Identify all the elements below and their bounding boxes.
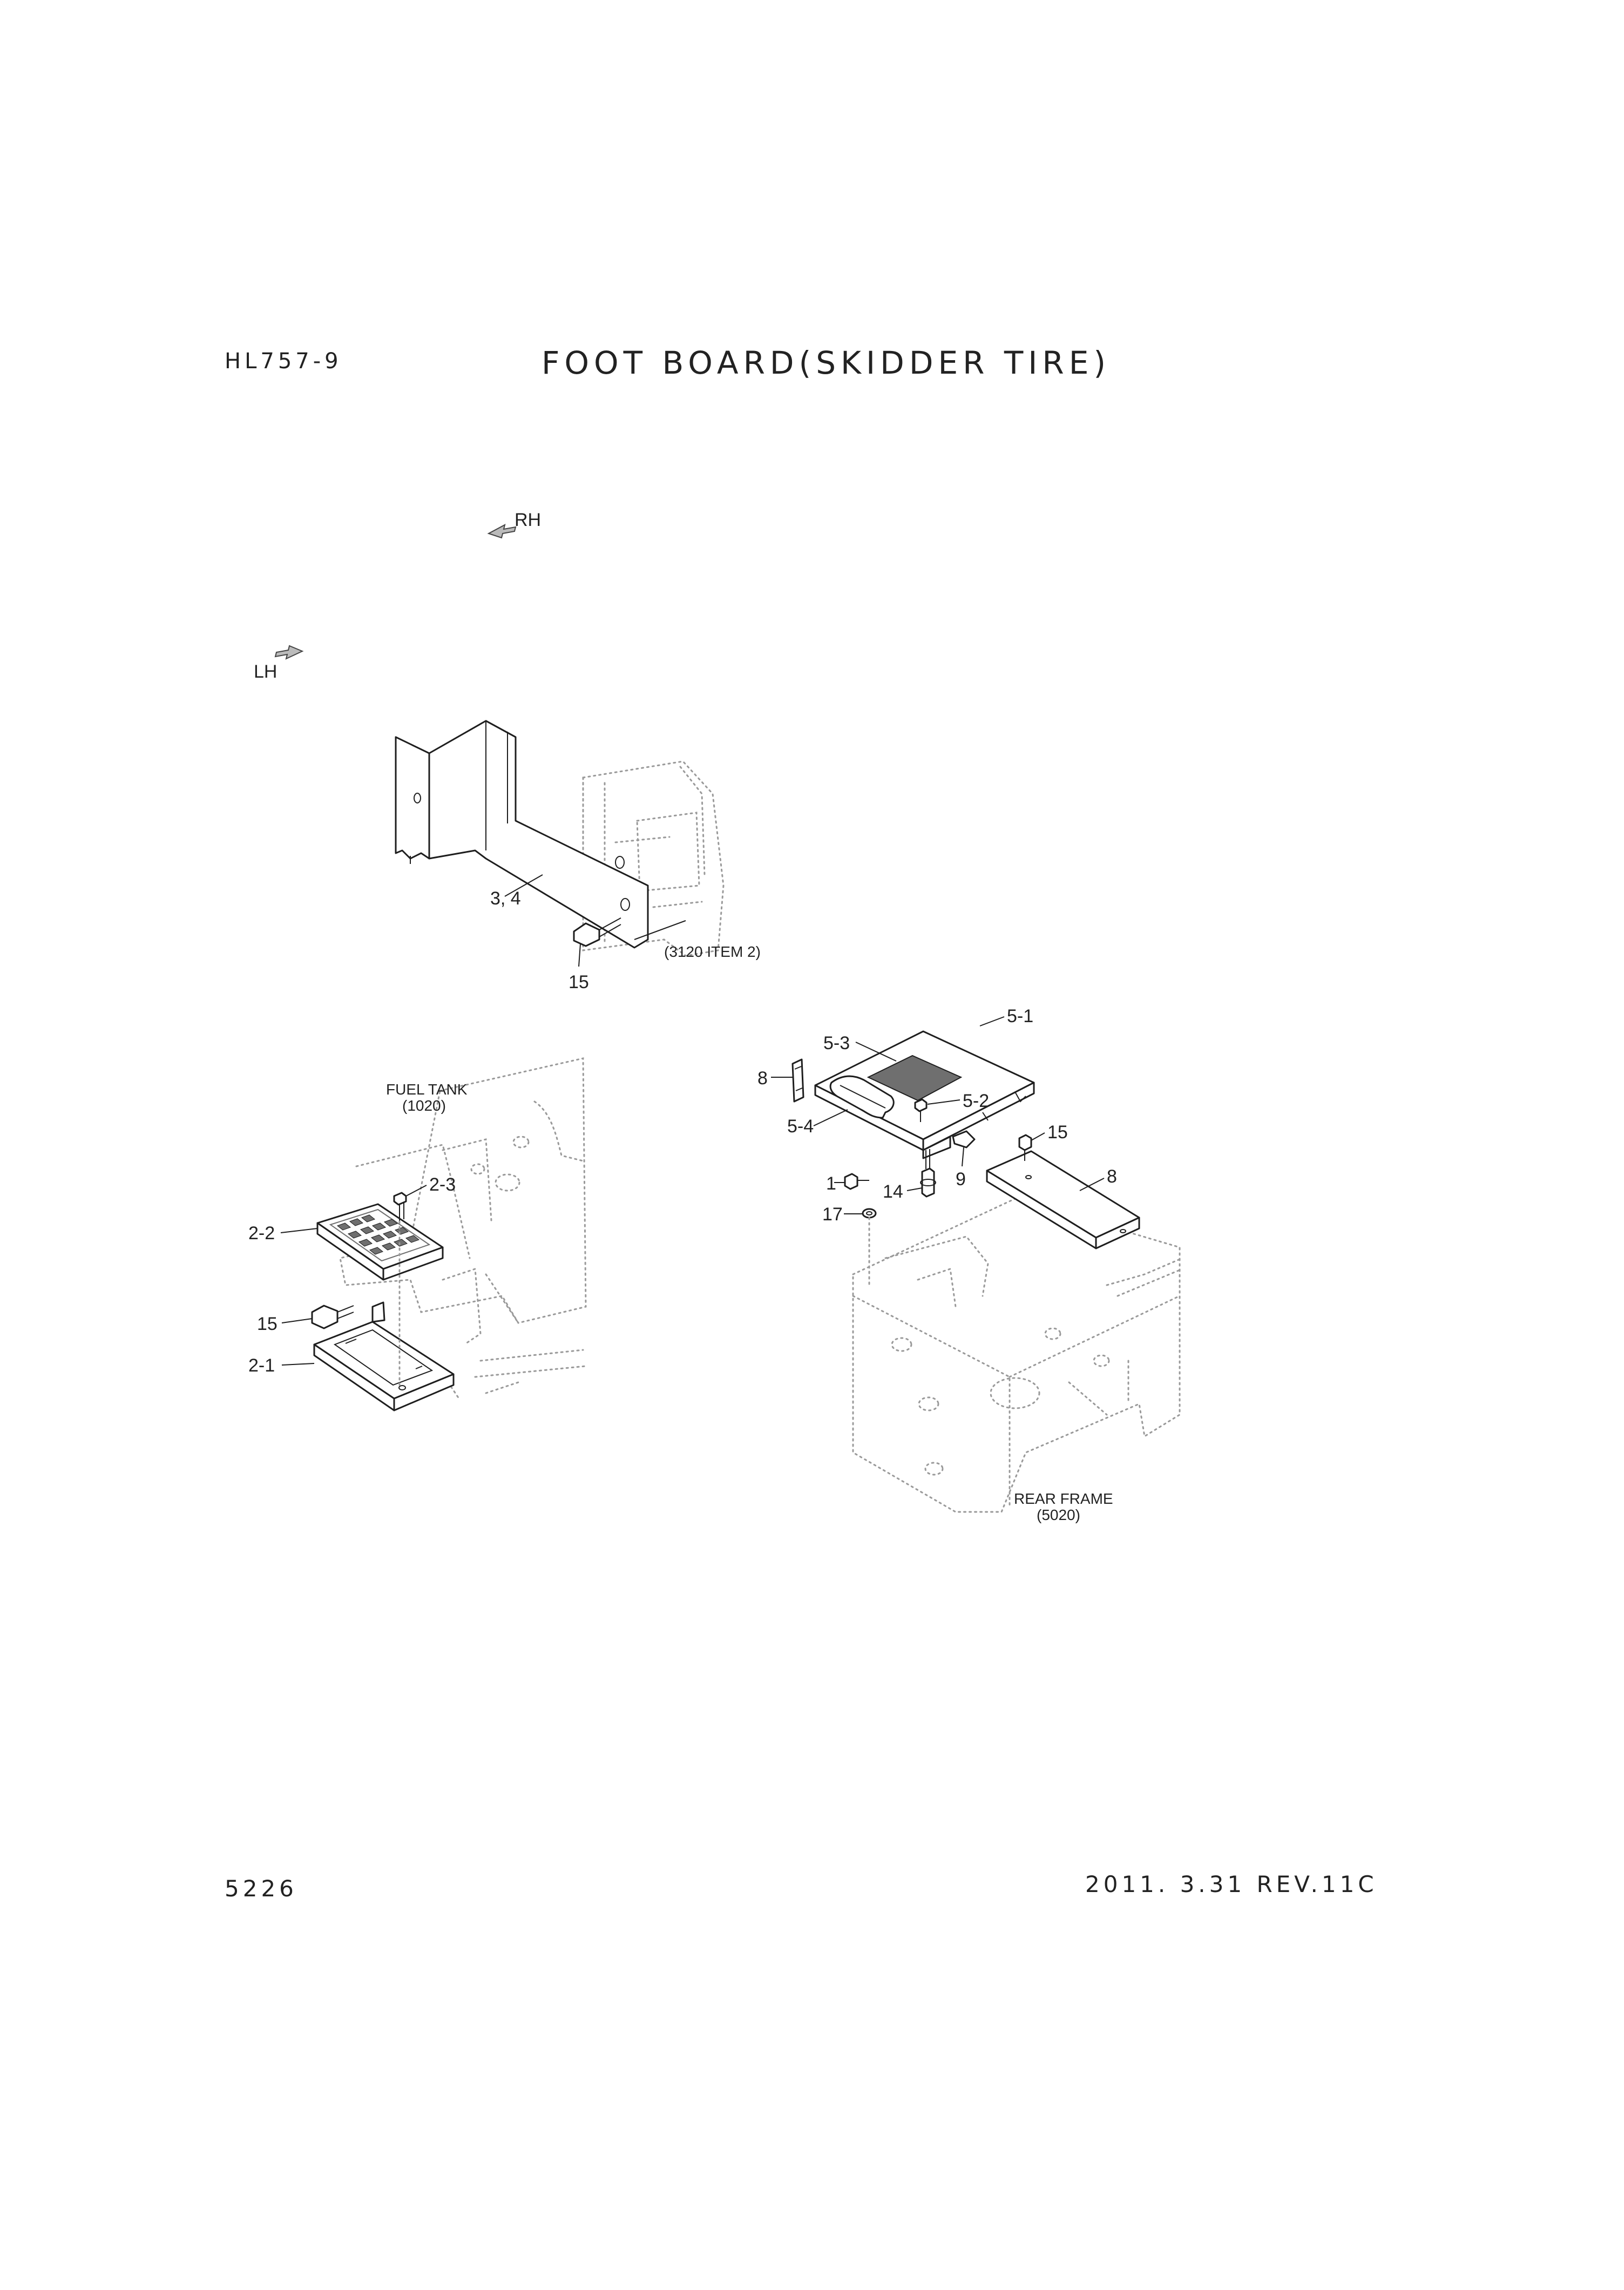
ref-3120-item-2: (3120 ITEM 2) bbox=[664, 943, 761, 960]
rh-arrow-icon bbox=[487, 524, 517, 539]
bolt-15-right-icon bbox=[1018, 1134, 1032, 1161]
callout-15-top: 15 bbox=[569, 972, 589, 992]
bolt-1-icon bbox=[844, 1173, 869, 1190]
callout-8-left: 8 bbox=[757, 1068, 768, 1089]
lh-label: LH bbox=[254, 661, 277, 682]
callout-5-3: 5-3 bbox=[823, 1033, 850, 1053]
callout-3-4: 3, 4 bbox=[490, 888, 521, 909]
callout-9: 9 bbox=[956, 1169, 966, 1190]
page-number: 5226 bbox=[225, 1875, 297, 1902]
screw-2-3-icon bbox=[393, 1192, 407, 1221]
nut-17-icon bbox=[862, 1208, 877, 1219]
bracket-part-3-4 bbox=[395, 720, 686, 949]
lh-arrow-icon bbox=[274, 645, 304, 660]
catch-part-8-left bbox=[791, 1058, 804, 1103]
rear-frame-phantom bbox=[852, 1198, 1183, 1513]
model-number: HL757-9 bbox=[225, 349, 342, 374]
callout-15-right: 15 bbox=[1047, 1122, 1068, 1143]
screw-5-2-icon bbox=[914, 1098, 928, 1122]
bolt-15-top-icon bbox=[573, 917, 621, 947]
ref-fuel-tank: FUEL TANK bbox=[386, 1081, 468, 1098]
callout-5-1: 5-1 bbox=[1007, 1006, 1033, 1026]
callout-2-1: 2-1 bbox=[248, 1355, 275, 1376]
latch-part-9 bbox=[952, 1130, 976, 1149]
callout-2-3: 2-3 bbox=[429, 1174, 456, 1195]
ref-rear-frame-number: (5020) bbox=[1037, 1507, 1080, 1523]
step-bracket-part-2-1 bbox=[313, 1301, 455, 1411]
pin-14-icon bbox=[920, 1149, 936, 1198]
callout-17: 17 bbox=[822, 1204, 843, 1225]
callout-2-2: 2-2 bbox=[248, 1223, 275, 1244]
callout-1: 1 bbox=[826, 1173, 836, 1194]
page-title: FOOT BOARD(SKIDDER TIRE) bbox=[542, 344, 1111, 381]
callout-14: 14 bbox=[883, 1181, 903, 1202]
callout-8-right: 8 bbox=[1107, 1166, 1117, 1187]
revision-date: 2011. 3.31 REV.11C bbox=[1085, 1871, 1378, 1897]
handle-part-5-4 bbox=[829, 1075, 895, 1119]
step-grating-part-2-2 bbox=[316, 1203, 444, 1281]
bolt-15-left-icon bbox=[311, 1305, 354, 1329]
ref-fuel-tank-number: (1020) bbox=[402, 1097, 446, 1114]
callout-5-4: 5-4 bbox=[787, 1116, 814, 1137]
step-plate-part-8-right bbox=[986, 1150, 1140, 1249]
callout-15-left: 15 bbox=[257, 1314, 278, 1334]
callout-5-2: 5-2 bbox=[963, 1091, 989, 1111]
rh-label: RH bbox=[515, 510, 541, 530]
ref-rear-frame: REAR FRAME bbox=[1014, 1490, 1113, 1507]
